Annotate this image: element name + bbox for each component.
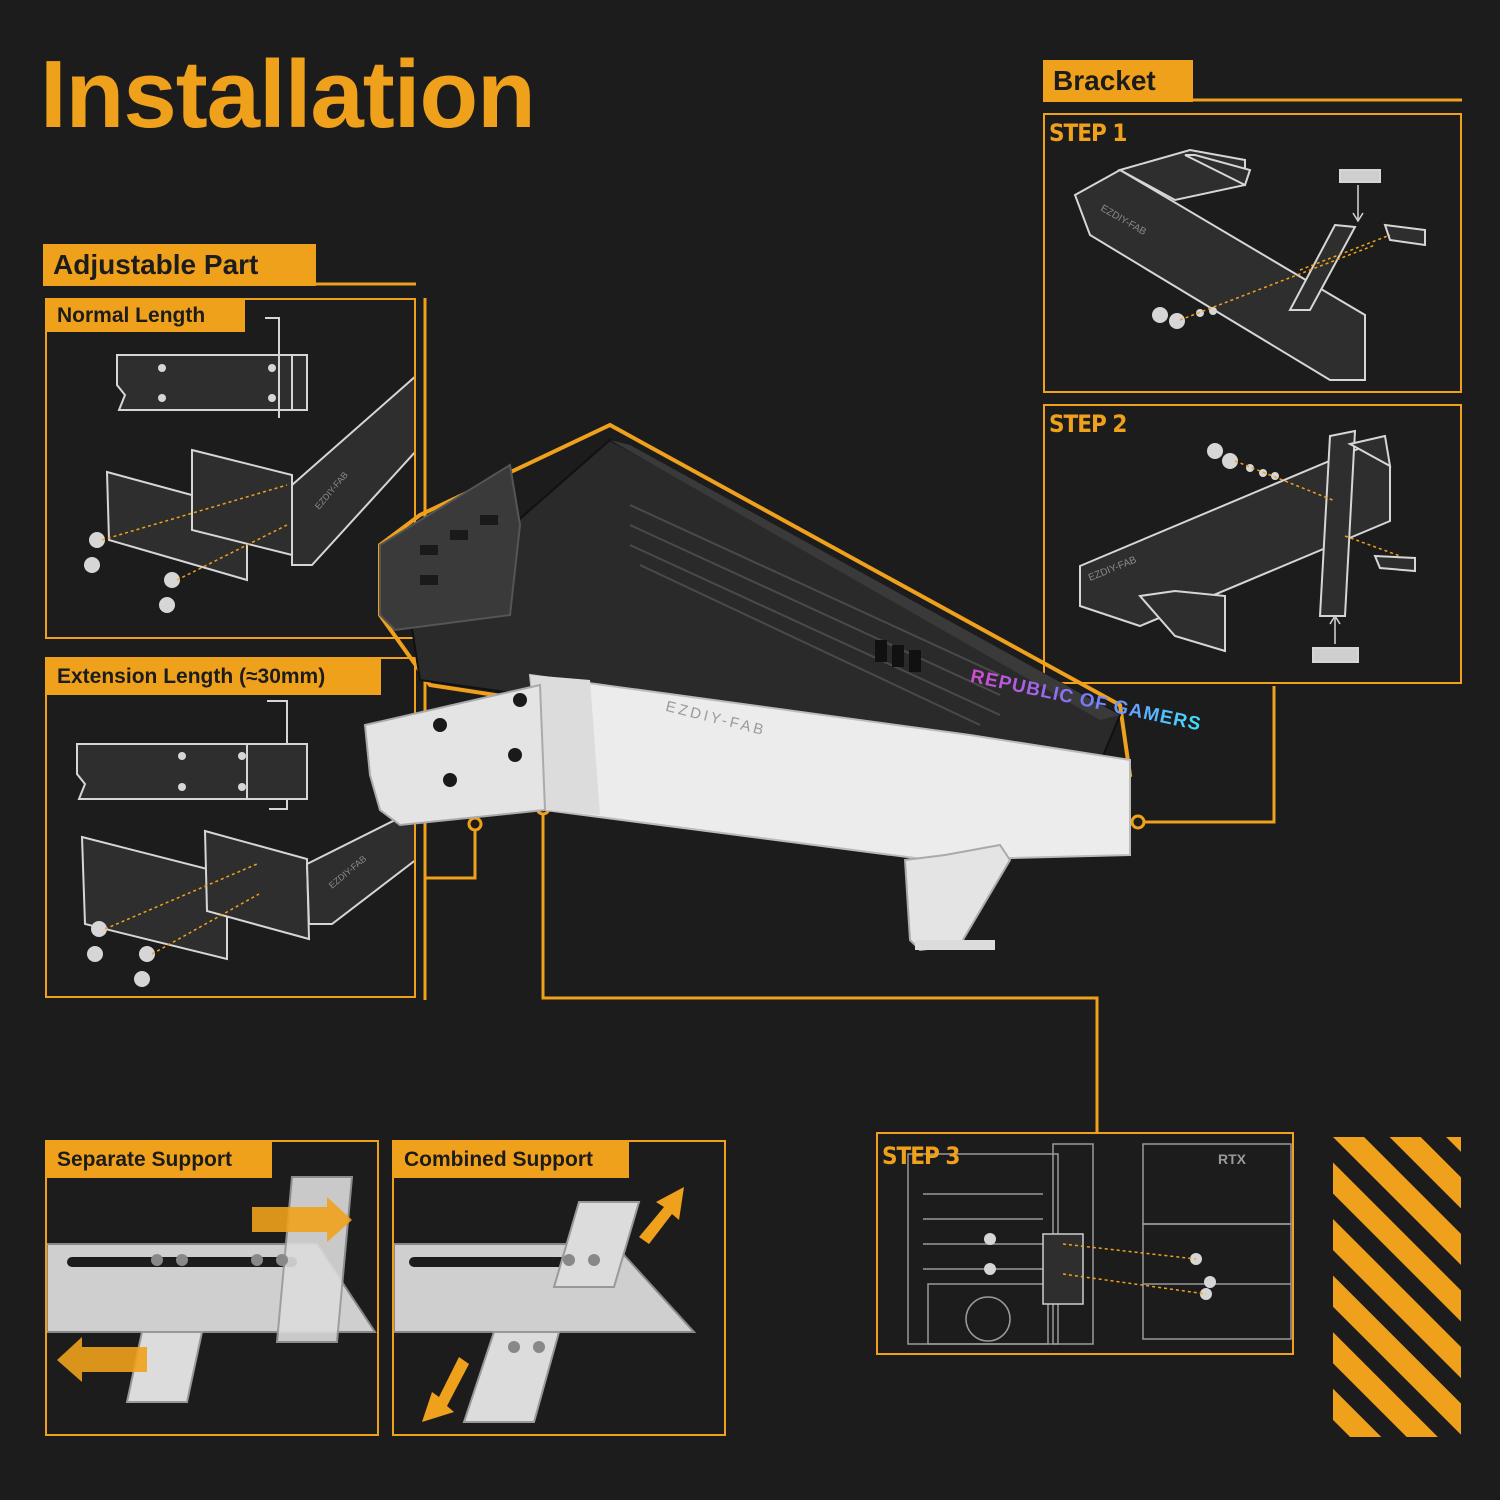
bracket-step1-panel: STEP 1 EZDIY-FAB xyxy=(1043,113,1462,393)
combined-support-label: Combined Support xyxy=(394,1142,629,1178)
separate-support-illustration xyxy=(46,1176,377,1403)
combined-support-panel: Combined Support xyxy=(392,1140,726,1436)
separate-support-panel: Separate Support xyxy=(45,1140,379,1436)
leader-line-bracket xyxy=(1140,686,1276,824)
separate-support-label: Separate Support xyxy=(47,1142,272,1178)
page-title: Installation xyxy=(40,41,536,148)
extension-length-illustration: EZDIY-FAB xyxy=(76,700,418,987)
normal-length-label: Normal Length xyxy=(47,300,245,332)
adjustable-section-label: Adjustable Part xyxy=(43,244,316,286)
hazard-stripes-decoration xyxy=(1333,1137,1461,1437)
step3-panel: STEP 3 RTX xyxy=(876,1132,1294,1355)
normal-length-illustration: EZDIY-FAB xyxy=(84,317,418,613)
step1-label: STEP 1 xyxy=(1049,119,1127,147)
step3-label: STEP 3 xyxy=(882,1142,960,1170)
normal-length-panel: Normal Length EZDIY-FAB xyxy=(45,298,418,639)
step3-case-text: RTX xyxy=(1218,1151,1247,1167)
leader-dot xyxy=(1130,814,1146,830)
bracket-step2-panel: STEP 2 EZDIY-FAB xyxy=(1043,404,1462,684)
bracket-section-label: Bracket xyxy=(1043,60,1193,102)
step1-illustration: EZDIY-FAB xyxy=(1073,148,1426,381)
step2-label: STEP 2 xyxy=(1049,410,1127,438)
leader-line-step3 xyxy=(541,808,1099,1132)
extension-length-panel: Extension Length (≈30mm) EZDIY-FAB xyxy=(45,657,418,998)
product-illustration xyxy=(363,422,1133,952)
combined-support-illustration xyxy=(393,1187,697,1423)
step2-illustration: EZDIY-FAB xyxy=(1079,429,1416,663)
extension-length-label: Extension Length (≈30mm) xyxy=(47,659,381,695)
leader-line-adjustable-to-product xyxy=(425,824,477,880)
step3-illustration: RTX xyxy=(907,1143,1292,1345)
